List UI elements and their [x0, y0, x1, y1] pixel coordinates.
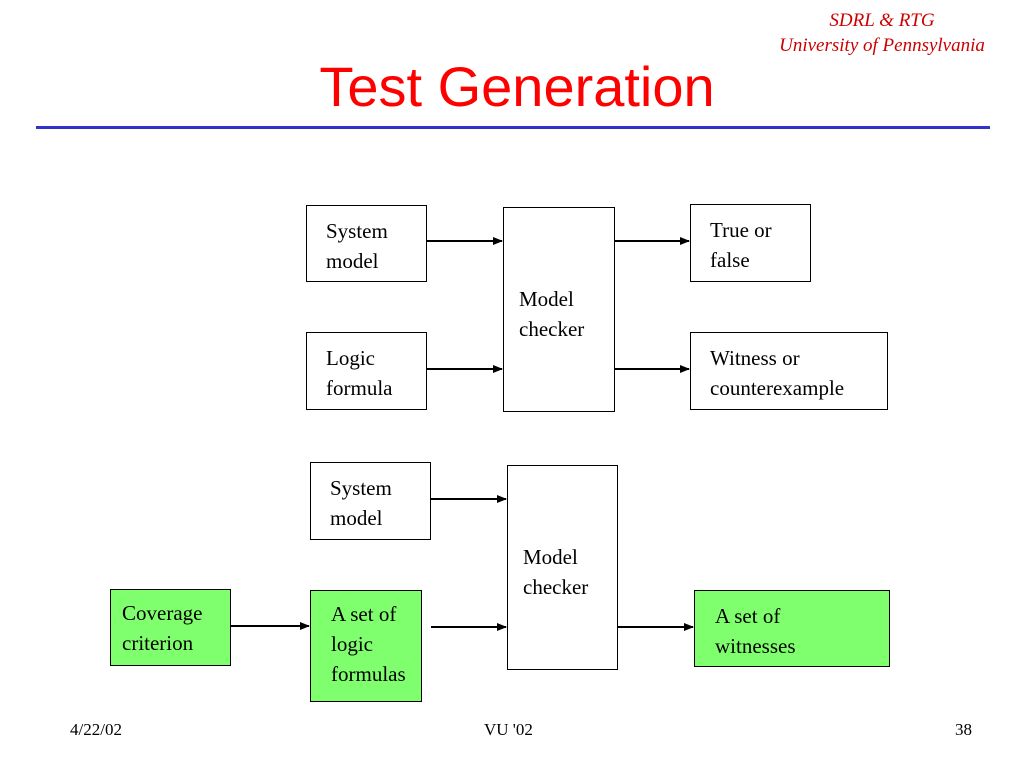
box-label: System: [330, 476, 392, 500]
box-label: logic: [331, 632, 373, 656]
box-label: formulas: [331, 662, 406, 686]
affiliation-line-2: University of Pennsylvania: [779, 35, 985, 56]
affiliation-line-1: SDRL & RTG: [829, 10, 935, 31]
box-label: checker: [523, 575, 589, 599]
witnesses-box: A set of witnesses: [694, 590, 890, 667]
box-label: Witness or: [710, 346, 800, 370]
witness-box: Witness or counterexample: [690, 332, 888, 410]
box-label: System: [326, 219, 388, 243]
box-label: True or: [710, 218, 772, 242]
system-model-box-bottom: System model: [310, 462, 431, 540]
box-label: Coverage: [122, 601, 203, 625]
box-label: false: [710, 248, 750, 272]
box-label: formula: [326, 376, 393, 400]
box-label: checker: [519, 317, 585, 341]
box-label: counterexample: [710, 376, 845, 400]
footer-date: 4/22/02: [70, 720, 122, 739]
page-number: 38: [955, 720, 972, 739]
system-model-box-top: System model: [306, 205, 427, 282]
logic-formulas-box: A set of logic formulas: [310, 590, 422, 702]
box-label: Logic: [326, 346, 375, 370]
title-divider: [36, 126, 990, 129]
box-label: witnesses: [715, 634, 796, 658]
model-checker-box-bottom: Model checker: [507, 465, 618, 670]
slide-title: Test Generation: [319, 55, 715, 118]
coverage-criterion-box: Coverage criterion: [110, 589, 231, 666]
true-false-box: True or false: [690, 204, 811, 282]
box-label: A set of: [715, 604, 781, 628]
box-label: model: [330, 506, 383, 530]
box-label: A set of: [331, 602, 397, 626]
model-checker-box-top: Model checker: [503, 207, 615, 412]
box-label: Model: [519, 287, 574, 311]
box-label: criterion: [122, 631, 194, 655]
footer-event: VU '02: [484, 720, 533, 739]
box-label: Model: [523, 545, 578, 569]
logic-formula-box: Logic formula: [306, 332, 427, 410]
affiliation: SDRL & RTG University of Pennsylvania: [752, 8, 1012, 58]
box-label: model: [326, 249, 379, 273]
